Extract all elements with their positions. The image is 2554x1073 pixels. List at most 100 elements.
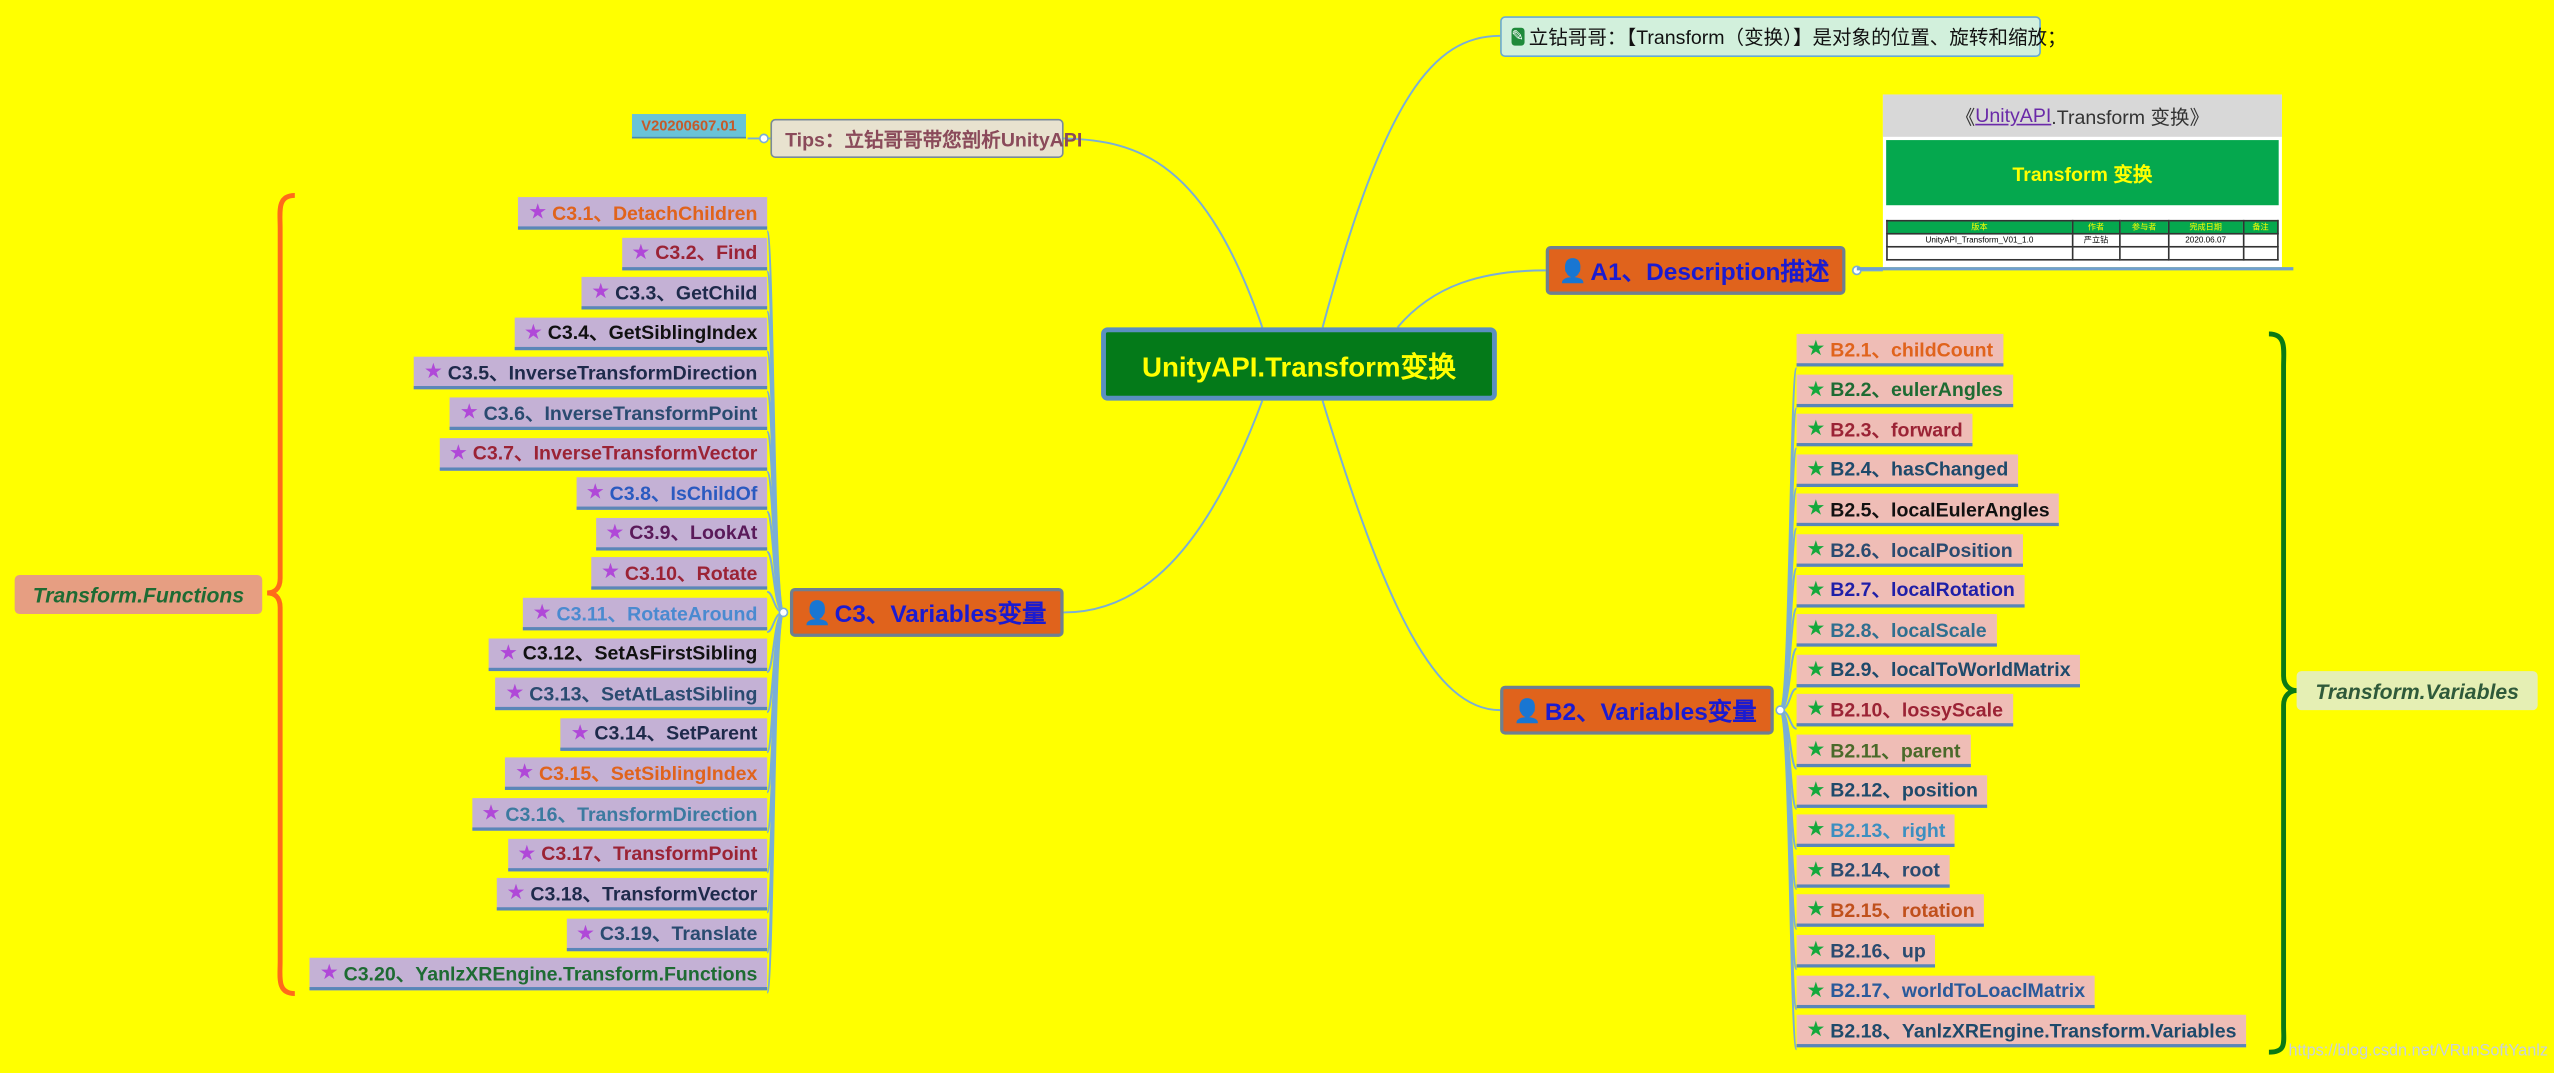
c3-item[interactable]: ★C3.9、LookAt bbox=[595, 517, 768, 551]
c3-item[interactable]: ★C3.4、GetSiblingIndex bbox=[514, 317, 768, 350]
star-icon: ★ bbox=[517, 839, 537, 865]
b2-item[interactable]: ★B2.1、childCount bbox=[1796, 333, 2003, 367]
star-icon: ★ bbox=[591, 278, 611, 304]
functions-topic[interactable]: Transform.Functions bbox=[14, 574, 263, 615]
item-label: C3.16、TransformDirection bbox=[505, 802, 758, 825]
star-icon: ★ bbox=[498, 639, 518, 664]
link-c3 bbox=[1063, 400, 1264, 614]
c3-item[interactable]: ★C3.6、InverseTransformPoint bbox=[450, 397, 768, 431]
item-label: B2.9、localToWorldMatrix bbox=[1830, 658, 2071, 682]
item-label: B2.8、localScale bbox=[1830, 618, 1987, 642]
c3-item[interactable]: ★C3.10、Rotate bbox=[591, 557, 768, 591]
version-badge: V20200607.01 bbox=[631, 114, 746, 139]
variables-topic[interactable]: Transform.Variables bbox=[2296, 671, 2538, 711]
b2-item[interactable]: ★B2.6、localPosition bbox=[1796, 534, 2023, 567]
tips-node[interactable]: Tips：立钻哥哥带您剖析UnityAPI bbox=[770, 118, 1082, 158]
item-label: C3.5、InverseTransformDirection bbox=[447, 361, 758, 385]
c3-item[interactable]: ★C3.17、TransformPoint bbox=[507, 838, 768, 871]
item-label: B2.18、YanlzXREngine.Transform.Variables bbox=[1830, 1019, 2237, 1042]
star-icon: ★ bbox=[1806, 1016, 1826, 1042]
item-label: C3.7、InverseTransformVector bbox=[472, 441, 758, 465]
item-label: C3.4、GetSiblingIndex bbox=[547, 321, 758, 345]
star-icon: ★ bbox=[423, 358, 443, 384]
b2-item[interactable]: ★B2.16、up bbox=[1796, 934, 1936, 968]
b2-item[interactable]: ★B2.11、parent bbox=[1796, 734, 1971, 768]
item-label: B2.17、worldToLoaclMatrix bbox=[1830, 979, 2086, 1002]
person-icon: 👤 bbox=[1513, 696, 1542, 723]
c3-item[interactable]: ★C3.13、SetAtLastSibling bbox=[495, 677, 768, 711]
star-icon: ★ bbox=[319, 959, 339, 985]
b2-item[interactable]: ★B2.2、eulerAngles bbox=[1796, 373, 2013, 407]
b2-item[interactable]: ★B2.17、worldToLoaclMatrix bbox=[1796, 974, 2095, 1008]
star-icon: ★ bbox=[570, 719, 590, 745]
b2-item[interactable]: ★B2.8、localScale bbox=[1796, 614, 1997, 647]
b2-item[interactable]: ★B2.7、localRotation bbox=[1796, 574, 2025, 607]
watermark: https://blog.csdn.net/VRunSoftYanlz bbox=[2288, 1042, 2549, 1061]
item-label: B2.16、up bbox=[1830, 939, 1926, 962]
b2-item[interactable]: ★B2.10、lossyScale bbox=[1796, 694, 2013, 728]
star-icon: ★ bbox=[515, 759, 535, 785]
a1-node[interactable]: 👤 A1、Description描述 bbox=[1545, 245, 1846, 295]
b2-item[interactable]: ★B2.12、position bbox=[1796, 774, 1988, 808]
item-label: C3.10、Rotate bbox=[624, 561, 758, 585]
c3-item[interactable]: ★C3.18、TransformVector bbox=[496, 878, 768, 911]
item-label: C3.19、Translate bbox=[599, 922, 758, 946]
item-label: C3.15、SetSiblingIndex bbox=[539, 762, 758, 785]
star-icon: ★ bbox=[1806, 535, 1826, 561]
star-icon: ★ bbox=[601, 559, 620, 584]
item-label: B2.3、forward bbox=[1830, 418, 1963, 441]
b2-item[interactable]: ★B2.18、YanlzXREngine.Transform.Variables bbox=[1796, 1015, 2247, 1048]
star-icon: ★ bbox=[605, 519, 625, 544]
star-icon: ★ bbox=[1806, 415, 1826, 441]
c3-item[interactable]: ★C3.19、Translate bbox=[566, 918, 768, 951]
c3-item[interactable]: ★C3.12、SetAsFirstSibling bbox=[489, 637, 768, 671]
star-icon: ★ bbox=[1806, 856, 1826, 881]
c3-item[interactable]: ★C3.15、SetSiblingIndex bbox=[505, 758, 768, 791]
b2-item[interactable]: ★B2.9、localToWorldMatrix bbox=[1796, 654, 2081, 688]
star-icon: ★ bbox=[1806, 615, 1826, 641]
c3-item[interactable]: ★C3.3、GetChild bbox=[581, 277, 768, 310]
c3-item[interactable]: ★C3.1、DetachChildren bbox=[518, 197, 768, 230]
note-node[interactable]: ✎ 立钻哥哥：【Transform（变换）】是对象的位置、旋转和缩放； bbox=[1500, 16, 2067, 58]
c3-item[interactable]: ★C3.20、YanlzXREngine.Transform.Functions bbox=[309, 958, 768, 991]
star-icon: ★ bbox=[1806, 696, 1826, 721]
b2-item[interactable]: ★B2.4、hasChanged bbox=[1796, 454, 2019, 487]
star-icon: ★ bbox=[585, 479, 605, 504]
item-label: B2.14、root bbox=[1830, 858, 1940, 882]
item-label: B2.7、localRotation bbox=[1830, 578, 2015, 602]
c3-item[interactable]: ★C3.2、Find bbox=[621, 237, 768, 270]
b2-item[interactable]: ★B2.15、rotation bbox=[1796, 894, 1985, 928]
c3-item[interactable]: ★C3.11、RotateAround bbox=[522, 597, 768, 631]
note-text: 立钻哥哥：【Transform（变换）】是对象的位置、旋转和缩放； bbox=[1528, 26, 2067, 49]
item-label: B2.15、rotation bbox=[1830, 898, 1975, 922]
star-icon: ★ bbox=[481, 799, 501, 825]
table-title: 《UnityAPI.Transform 变换》 bbox=[1882, 94, 2282, 137]
item-label: C3.17、TransformPoint bbox=[541, 842, 758, 866]
item-label: C3.14、SetParent bbox=[594, 722, 758, 745]
c3-item[interactable]: ★C3.8、IsChildOf bbox=[576, 477, 768, 511]
table-grid: 版本 作者 参与者 完成日期 备注 UnityAPI_Transform_V01… bbox=[1886, 219, 2279, 261]
c3-node[interactable]: 👤 C3、Variables变量 bbox=[789, 587, 1063, 637]
b2-item[interactable]: ★B2.14、root bbox=[1796, 854, 1950, 888]
b2-item[interactable]: ★B2.5、localEulerAngles bbox=[1796, 494, 2060, 527]
item-label: B2.10、lossyScale bbox=[1830, 698, 2003, 722]
star-icon: ★ bbox=[1806, 816, 1826, 841]
link-tips bbox=[1063, 137, 1264, 328]
star-icon: ★ bbox=[1806, 736, 1826, 761]
c3-item[interactable]: ★C3.14、SetParent bbox=[560, 717, 768, 751]
a1-description-table: 《UnityAPI.Transform 变换》 Transform 变换 版本 … bbox=[1882, 94, 2282, 268]
b2-item[interactable]: ★B2.3、forward bbox=[1796, 414, 1973, 447]
star-icon: ★ bbox=[505, 679, 525, 704]
c3-item[interactable]: ★C3.5、InverseTransformDirection bbox=[414, 357, 768, 390]
b2-item[interactable]: ★B2.13、right bbox=[1796, 814, 1956, 848]
root-node[interactable]: UnityAPI.Transform变换 bbox=[1101, 327, 1497, 401]
c3-item[interactable]: ★C3.16、TransformDirection bbox=[471, 798, 768, 831]
item-label: C3.6、InverseTransformPoint bbox=[483, 401, 758, 425]
person-icon: 👤 bbox=[802, 598, 832, 625]
star-icon: ★ bbox=[459, 399, 479, 424]
star-icon: ★ bbox=[523, 318, 543, 344]
b2-node[interactable]: 👤 B2、Variables变量 bbox=[1500, 685, 1773, 735]
item-label: B2.13、right bbox=[1830, 818, 1946, 842]
c3-item[interactable]: ★C3.7、InverseTransformVector bbox=[439, 437, 768, 471]
